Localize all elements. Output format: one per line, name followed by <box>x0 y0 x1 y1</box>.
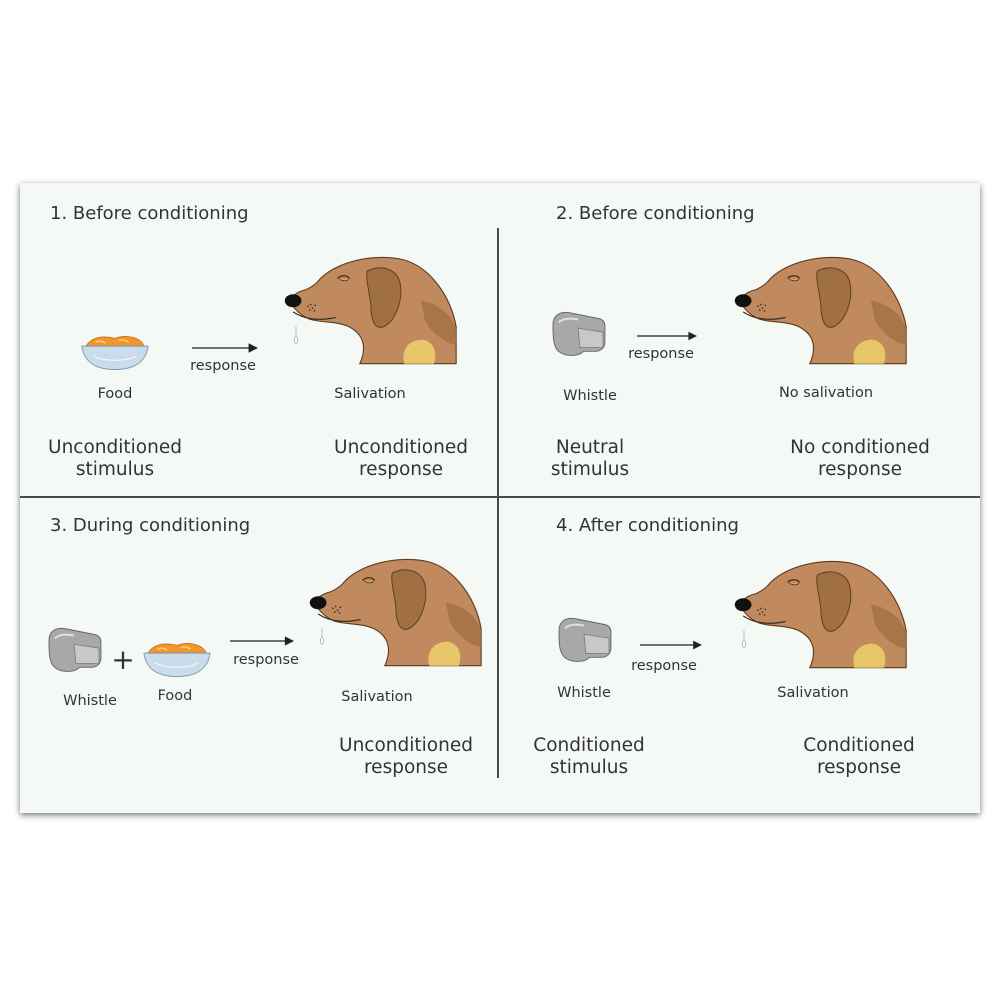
panel-1-stimulus-label: Food <box>97 386 133 402</box>
panel-1-response-term: Unconditioned response <box>334 437 468 481</box>
term-line: Unconditioned <box>334 437 468 458</box>
dog-head-icon <box>282 251 458 369</box>
term-line: stimulus <box>75 459 155 480</box>
saliva-drop-icon <box>292 325 300 347</box>
panel-4-response-label: response <box>631 658 697 674</box>
panel-2-result-label: No salivation <box>778 385 874 401</box>
panel-2-response-term: No conditioned response <box>790 437 930 481</box>
term-line: Neutral <box>555 437 625 458</box>
whistle-icon <box>44 625 104 675</box>
arrow-right-icon <box>637 330 697 342</box>
term-line: Conditioned <box>533 735 645 756</box>
whistle-icon <box>548 309 608 359</box>
panel-1-title: 1. Before conditioning <box>50 203 249 224</box>
panel-4-stimulus-term: Conditioned stimulus <box>533 735 644 779</box>
term-line: response <box>358 459 444 480</box>
term-line: response <box>816 757 902 778</box>
panel-1-result-label: Salivation <box>334 386 406 402</box>
dog-head-icon <box>307 553 483 671</box>
term-line: Unconditioned <box>339 735 473 756</box>
panel-4-title: 4. After conditioning <box>556 515 739 536</box>
plus-sign: + <box>111 643 135 676</box>
saliva-drop-icon <box>318 626 326 648</box>
panel-4-response-term: Conditioned response <box>803 735 914 779</box>
arrow-right-icon <box>640 639 702 651</box>
food-bowl-icon <box>80 331 150 373</box>
panel-4-stimulus-label: Whistle <box>557 685 611 701</box>
saliva-drop-icon <box>740 629 748 651</box>
panel-2-response-label: response <box>628 346 694 362</box>
diagram-card: 1. Before conditioning response Food Sal… <box>20 183 980 813</box>
term-line: response <box>817 459 903 480</box>
term-line: stimulus <box>550 459 630 480</box>
panel-2-stimulus-term: Neutral stimulus <box>551 437 629 481</box>
term-line: Conditioned <box>803 735 915 756</box>
term-line: stimulus <box>549 757 629 778</box>
panel-2-stimulus-label: Whistle <box>563 388 617 404</box>
panel-3-stimulus-label-1: Whistle <box>63 693 117 709</box>
arrow-right-icon <box>230 635 294 647</box>
horizontal-divider <box>20 496 980 498</box>
panel-1-response-label: response <box>190 358 256 374</box>
panel-3-stimulus-label-2: Food <box>157 688 193 704</box>
panel-3-title: 3. During conditioning <box>50 515 251 536</box>
panel-3-result-label: Salivation <box>341 689 413 705</box>
panel-1-stimulus-term: Unconditioned stimulus <box>48 437 182 481</box>
term-line: No conditioned <box>790 437 930 458</box>
dog-head-icon <box>732 251 908 369</box>
arrow-right-icon <box>192 342 258 354</box>
panel-3-response-term: Unconditioned response <box>339 735 473 779</box>
term-line: Unconditioned <box>48 437 182 458</box>
whistle-icon <box>554 615 614 665</box>
panel-3-response-label: response <box>233 652 299 668</box>
panel-2-title: 2. Before conditioning <box>556 203 755 224</box>
dog-head-icon <box>732 555 908 673</box>
term-line: response <box>363 757 449 778</box>
food-bowl-icon <box>142 638 212 680</box>
vertical-divider <box>497 228 499 778</box>
panel-4-result-label: Salivation <box>777 685 849 701</box>
